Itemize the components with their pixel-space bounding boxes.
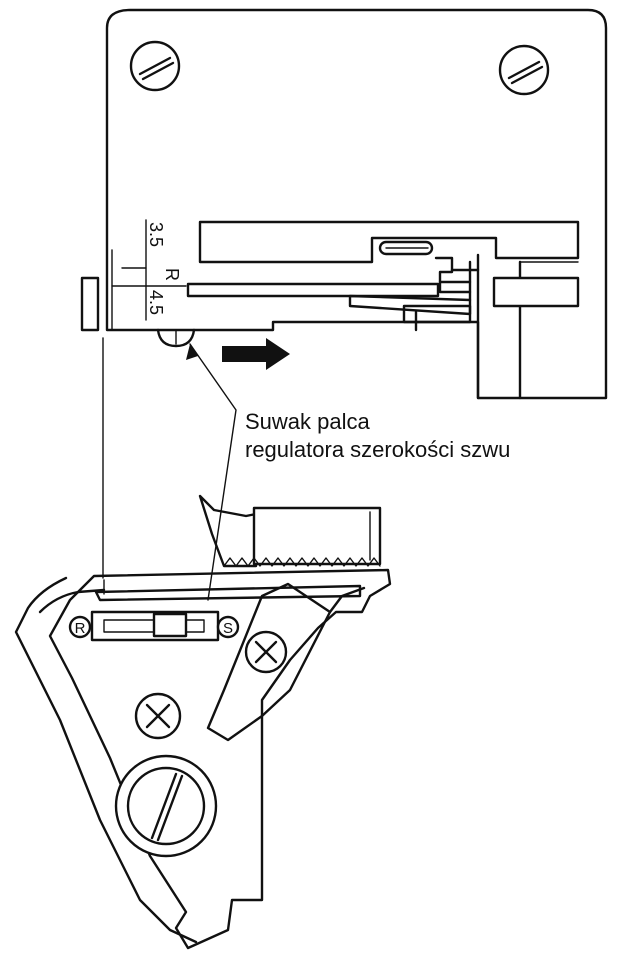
pivot-screw-icon	[114, 754, 218, 858]
scale-upper-value: 3.5	[146, 222, 166, 247]
feed-dog	[198, 494, 382, 568]
callout-line-2: regulatora szerokości szwu	[245, 437, 511, 462]
finger-notch	[156, 328, 196, 348]
svg-text:R: R	[75, 620, 86, 637]
zigzag-width-slider[interactable]	[90, 610, 220, 642]
slider-label-right: S	[216, 615, 240, 639]
svg-text:S: S	[223, 620, 233, 637]
side-tab	[80, 276, 100, 332]
screw-icon	[498, 44, 550, 96]
direction-arrow-icon	[222, 338, 290, 370]
slider-label-left: R	[68, 615, 92, 639]
scale-mark-r: R	[162, 268, 182, 281]
callout-label: Suwak palca regulatora szerokości szwu	[245, 408, 510, 464]
scale-lower-value: 4.5	[146, 290, 166, 315]
leader-line	[186, 343, 237, 601]
screw-icon	[129, 40, 181, 92]
slot-assembly	[186, 220, 580, 400]
width-scale: 3.5 4.5 R	[111, 219, 187, 321]
screw-icon	[134, 692, 182, 740]
callout-line-1: Suwak palca	[245, 409, 370, 434]
presser-lever	[14, 568, 392, 950]
screw-icon	[244, 630, 288, 674]
